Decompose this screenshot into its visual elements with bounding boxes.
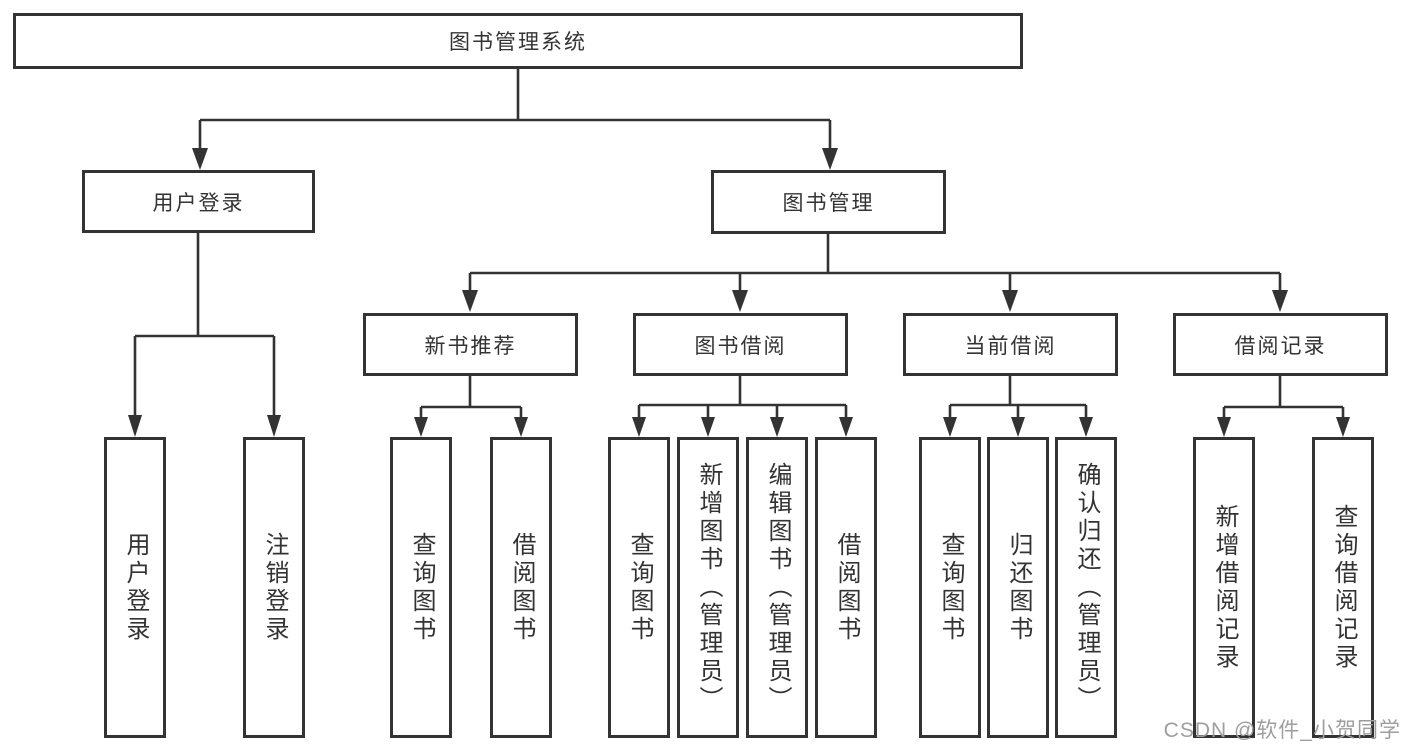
node-borrow-record-label: 借阅记录 xyxy=(1234,334,1327,358)
node-book-borrow: 图书借阅 xyxy=(633,313,848,376)
arrowhead xyxy=(1272,290,1288,312)
node-new-book-recommend-label: 新书推荐 xyxy=(424,334,517,358)
node-current-borrow-label: 当前借阅 xyxy=(964,334,1057,358)
arrowhead xyxy=(1011,417,1025,437)
leaf-query-book-recommend: 查询图书 xyxy=(390,437,452,738)
connector-root-trunk xyxy=(198,69,832,150)
leaf-edit-book-admin: 编辑图书（管理员） xyxy=(746,437,808,738)
node-root: 图书管理系统 xyxy=(13,13,1023,69)
arrowhead xyxy=(632,417,646,437)
connector-user-login xyxy=(133,233,276,417)
arrowhead xyxy=(192,148,208,170)
leaf-label: 借阅图书 xyxy=(508,531,535,644)
leaf-label: 查询图书 xyxy=(408,531,435,644)
arrowhead xyxy=(462,290,478,312)
arrowhead xyxy=(732,290,748,312)
connector-book-management xyxy=(468,234,1282,292)
leaf-borrow-book-recommend: 借阅图书 xyxy=(490,437,552,738)
arrowhead xyxy=(267,415,281,437)
arrowhead xyxy=(128,415,142,437)
leaf-return-book: 归还图书 xyxy=(987,437,1049,738)
arrowhead xyxy=(1217,417,1231,437)
node-new-book-recommend: 新书推荐 xyxy=(363,313,578,376)
leaf-user-login: 用户登录 xyxy=(104,437,166,738)
arrowhead xyxy=(839,417,853,437)
leaf-label: 新增图书（管理员） xyxy=(695,461,722,714)
connector-borrow-record xyxy=(1222,376,1345,419)
node-borrow-record: 借阅记录 xyxy=(1173,313,1388,376)
leaf-label: 查询借阅记录 xyxy=(1330,503,1357,672)
leaf-label: 用户登录 xyxy=(122,531,149,644)
arrowhead xyxy=(514,417,528,437)
node-book-management: 图书管理 xyxy=(711,170,946,234)
leaf-label: 归还图书 xyxy=(1005,531,1032,644)
arrowhead xyxy=(1002,290,1018,312)
leaf-add-borrow-record: 新增借阅记录 xyxy=(1193,437,1255,738)
leaf-add-book-admin: 新增图书（管理员） xyxy=(677,437,739,738)
leaf-label: 查询图书 xyxy=(937,531,964,644)
leaf-label: 借阅图书 xyxy=(833,531,860,644)
node-root-label: 图书管理系统 xyxy=(449,31,587,54)
leaf-label: 新增借阅记录 xyxy=(1211,503,1238,672)
leaf-label: 编辑图书（管理员） xyxy=(764,461,791,714)
node-user-login: 用户登录 xyxy=(82,170,315,233)
leaf-label: 查询图书 xyxy=(626,531,653,644)
arrowhead xyxy=(943,417,957,437)
leaf-logout: 注销登录 xyxy=(243,437,305,738)
leaf-confirm-return-admin: 确认归还（管理员） xyxy=(1055,437,1117,738)
connector-new-book xyxy=(419,376,523,419)
leaf-label: 注销登录 xyxy=(261,531,288,644)
connector-current-borrow xyxy=(948,376,1088,419)
leaf-query-borrow-record: 查询借阅记录 xyxy=(1312,437,1374,738)
node-book-management-label: 图书管理 xyxy=(782,192,875,215)
leaf-query-book-borrow: 查询图书 xyxy=(608,437,670,738)
leaf-query-book-current: 查询图书 xyxy=(919,437,981,738)
node-current-borrow: 当前借阅 xyxy=(903,313,1118,376)
connector-book-borrow xyxy=(637,376,848,419)
arrowhead xyxy=(1336,417,1350,437)
arrowhead xyxy=(1079,417,1093,437)
leaf-borrow-book: 借阅图书 xyxy=(815,437,877,738)
arrowhead xyxy=(701,417,715,437)
arrowhead xyxy=(822,148,838,170)
leaf-label: 确认归还（管理员） xyxy=(1073,461,1100,714)
node-user-login-label: 用户登录 xyxy=(152,191,245,215)
csdn-watermark: CSDN @软件_小贺同学 xyxy=(1163,719,1401,742)
arrowhead xyxy=(770,417,784,437)
node-book-borrow-label: 图书借阅 xyxy=(694,334,787,358)
arrowhead xyxy=(414,417,428,437)
